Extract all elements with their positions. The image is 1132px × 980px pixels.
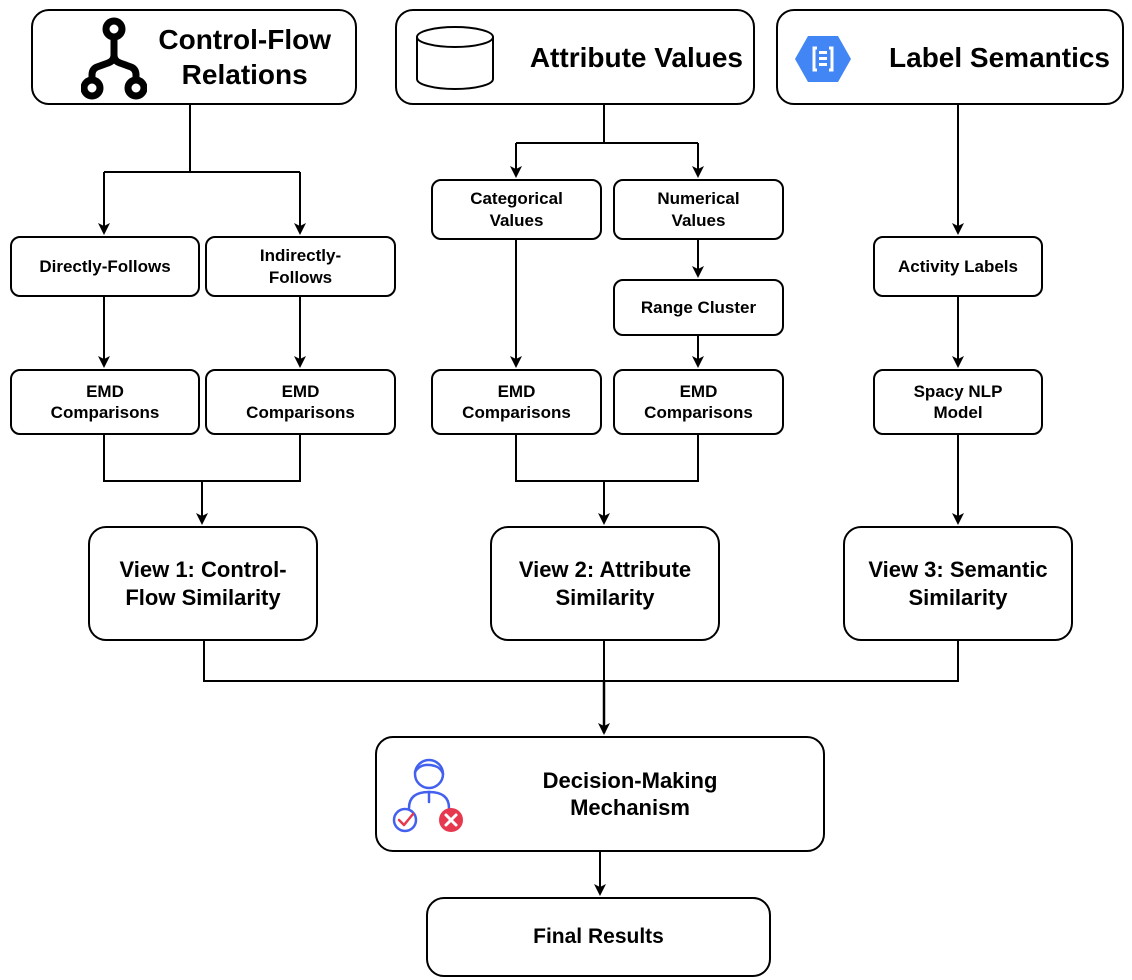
activity-labels-label: Activity Labels: [898, 256, 1018, 276]
view-2-box: View 2: Attribute Similarity: [490, 526, 720, 641]
document-list-icon: [795, 36, 851, 82]
range-cluster-box: Range Cluster: [613, 279, 784, 336]
activity-labels-box: Activity Labels: [873, 236, 1043, 297]
numerical-values-label: Numerical Values: [657, 189, 740, 230]
numerical-values-box: Numerical Values: [613, 179, 784, 240]
emd-comparisons-box-4: EMD Comparisons: [613, 369, 784, 435]
view-3-label: View 3: Semantic Similarity: [868, 557, 1048, 610]
emd-comparisons-label-2: EMD Comparisons: [246, 381, 355, 422]
person-check-cross-icon: [392, 758, 463, 833]
categorical-values-box: Categorical Values: [431, 179, 602, 240]
decision-making-box: Decision-Making Mechanism: [375, 736, 825, 852]
spacy-nlp-model-box: Spacy NLP Model: [873, 369, 1043, 435]
directly-follows-label: Directly-Follows: [39, 256, 171, 276]
indirectly-follows-box: Indirectly- Follows: [205, 236, 396, 297]
emd-comparisons-box-2: EMD Comparisons: [205, 369, 396, 435]
decision-making-label: Decision-Making Mechanism: [542, 767, 718, 821]
emd-comparisons-label-1: EMD Comparisons: [50, 381, 160, 422]
database-icon: [416, 26, 494, 90]
label-semantics-label: Label Semantics: [889, 41, 1110, 73]
edge-emd-join-2: [515, 435, 699, 482]
control-flow-relations-label: Control-Flow Relations: [158, 24, 331, 90]
indirectly-follows-label: Indirectly- Follows: [259, 246, 342, 287]
view-1-box: View 1: Control- Flow Similarity: [88, 526, 318, 641]
final-results-label: Final Results: [533, 924, 664, 948]
view-2-label: View 2: Attribute Similarity: [518, 557, 692, 610]
edge-views-merge: [203, 641, 959, 682]
label-semantics-box: Label Semantics: [776, 9, 1124, 105]
view-1-label: View 1: Control- Flow Similarity: [119, 557, 287, 610]
view-3-box: View 3: Semantic Similarity: [843, 526, 1073, 641]
emd-comparisons-label-4: EMD Comparisons: [644, 381, 753, 422]
edge-attribute-split: [516, 105, 698, 144]
range-cluster-label: Range Cluster: [640, 297, 757, 317]
emd-comparisons-box-3: EMD Comparisons: [431, 369, 602, 435]
directly-follows-box: Directly-Follows: [10, 236, 200, 297]
emd-comparisons-label-3: EMD Comparisons: [462, 381, 571, 422]
spacy-nlp-model-label: Spacy NLP Model: [913, 381, 1003, 422]
attribute-values-label: Attribute Values: [529, 41, 743, 73]
control-flow-relations-box: Control-Flow Relations: [31, 9, 357, 105]
attribute-values-box: Attribute Values: [395, 9, 755, 105]
categorical-values-label: Categorical Values: [470, 189, 563, 230]
branch-icon: [81, 17, 147, 100]
edge-control-flow-split: [104, 105, 300, 173]
final-results-box: Final Results: [426, 897, 771, 977]
emd-comparisons-box-1: EMD Comparisons: [10, 369, 200, 435]
